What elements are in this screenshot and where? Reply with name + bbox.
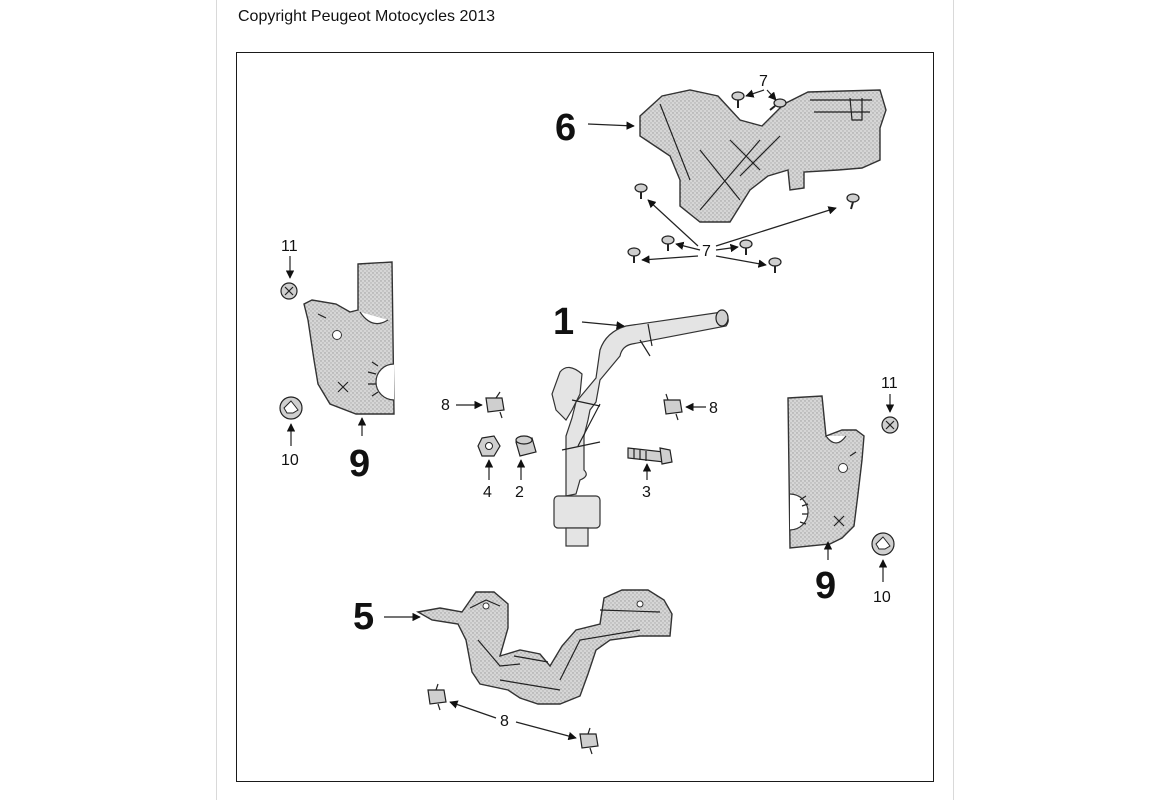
screw-7-a[interactable] bbox=[634, 183, 648, 199]
diagram-frame bbox=[236, 52, 934, 782]
screw-7-b[interactable] bbox=[846, 193, 860, 210]
copyright-text: Copyright Peugeot Motocycles 2013 bbox=[238, 8, 496, 25]
part-9-left-panel[interactable] bbox=[303, 261, 395, 415]
part-10-left-nut[interactable] bbox=[279, 396, 303, 420]
callout-4: 4 bbox=[483, 484, 492, 501]
callout-8-bottom: 8 bbox=[500, 713, 509, 730]
callout-3: 3 bbox=[642, 484, 651, 501]
callout-5: 5 bbox=[353, 596, 374, 638]
callout-11-left: 11 bbox=[281, 238, 298, 255]
leader-1 bbox=[581, 321, 625, 330]
leader-8-bottom-b bbox=[515, 721, 577, 741]
callout-9-left: 9 bbox=[349, 443, 370, 485]
part-11-right-clip[interactable] bbox=[881, 416, 899, 434]
callout-8-right: 8 bbox=[709, 400, 718, 417]
leader-7-f bbox=[715, 255, 767, 268]
leader-7-b bbox=[715, 206, 837, 247]
callout-10-right: 10 bbox=[873, 589, 891, 606]
callout-10-left: 10 bbox=[281, 452, 299, 469]
leader-7-a bbox=[647, 199, 699, 247]
leader-7-c bbox=[675, 241, 701, 251]
screw-7-e[interactable] bbox=[627, 247, 641, 263]
screw-7-d[interactable] bbox=[739, 239, 753, 255]
callout-2: 2 bbox=[515, 484, 524, 501]
part-11-left-clip[interactable] bbox=[280, 282, 298, 300]
page-border-right bbox=[953, 0, 954, 800]
part-3-bolt[interactable] bbox=[627, 447, 673, 465]
screw-7-top-b[interactable] bbox=[769, 98, 787, 111]
part-2-bushing[interactable] bbox=[515, 435, 537, 457]
callout-1: 1 bbox=[553, 301, 574, 343]
leader-8-bottom-a bbox=[449, 700, 497, 719]
part-9-right-panel[interactable] bbox=[787, 395, 865, 549]
leader-7-top-b bbox=[766, 89, 777, 101]
callout-7-mid: 7 bbox=[702, 243, 711, 260]
leader-7-d bbox=[715, 243, 739, 253]
part-5-lower-cover[interactable] bbox=[415, 589, 673, 705]
leader-7-e bbox=[641, 255, 699, 264]
clip-8-right[interactable] bbox=[663, 393, 683, 421]
page-border-left bbox=[216, 0, 217, 800]
callout-8-left: 8 bbox=[441, 397, 450, 414]
screw-7-c[interactable] bbox=[661, 235, 675, 251]
leader-7-top-a bbox=[745, 89, 765, 98]
part-10-right-nut[interactable] bbox=[871, 532, 895, 556]
screw-7-top-a[interactable] bbox=[731, 91, 745, 108]
part-4-nut[interactable] bbox=[477, 435, 501, 457]
callout-9-right: 9 bbox=[815, 565, 836, 607]
callout-6: 6 bbox=[555, 107, 576, 149]
clip-8-bottom-a[interactable] bbox=[427, 683, 447, 711]
clip-8-left[interactable] bbox=[485, 391, 505, 419]
clip-8-bottom-b[interactable] bbox=[579, 727, 599, 755]
screw-7-f[interactable] bbox=[768, 257, 782, 273]
part-6-handlebar-cover[interactable] bbox=[639, 89, 887, 223]
leader-6 bbox=[587, 121, 635, 130]
callout-11-right: 11 bbox=[881, 375, 898, 392]
callout-7-top: 7 bbox=[759, 73, 768, 90]
part-1-handlebar[interactable] bbox=[551, 309, 729, 547]
